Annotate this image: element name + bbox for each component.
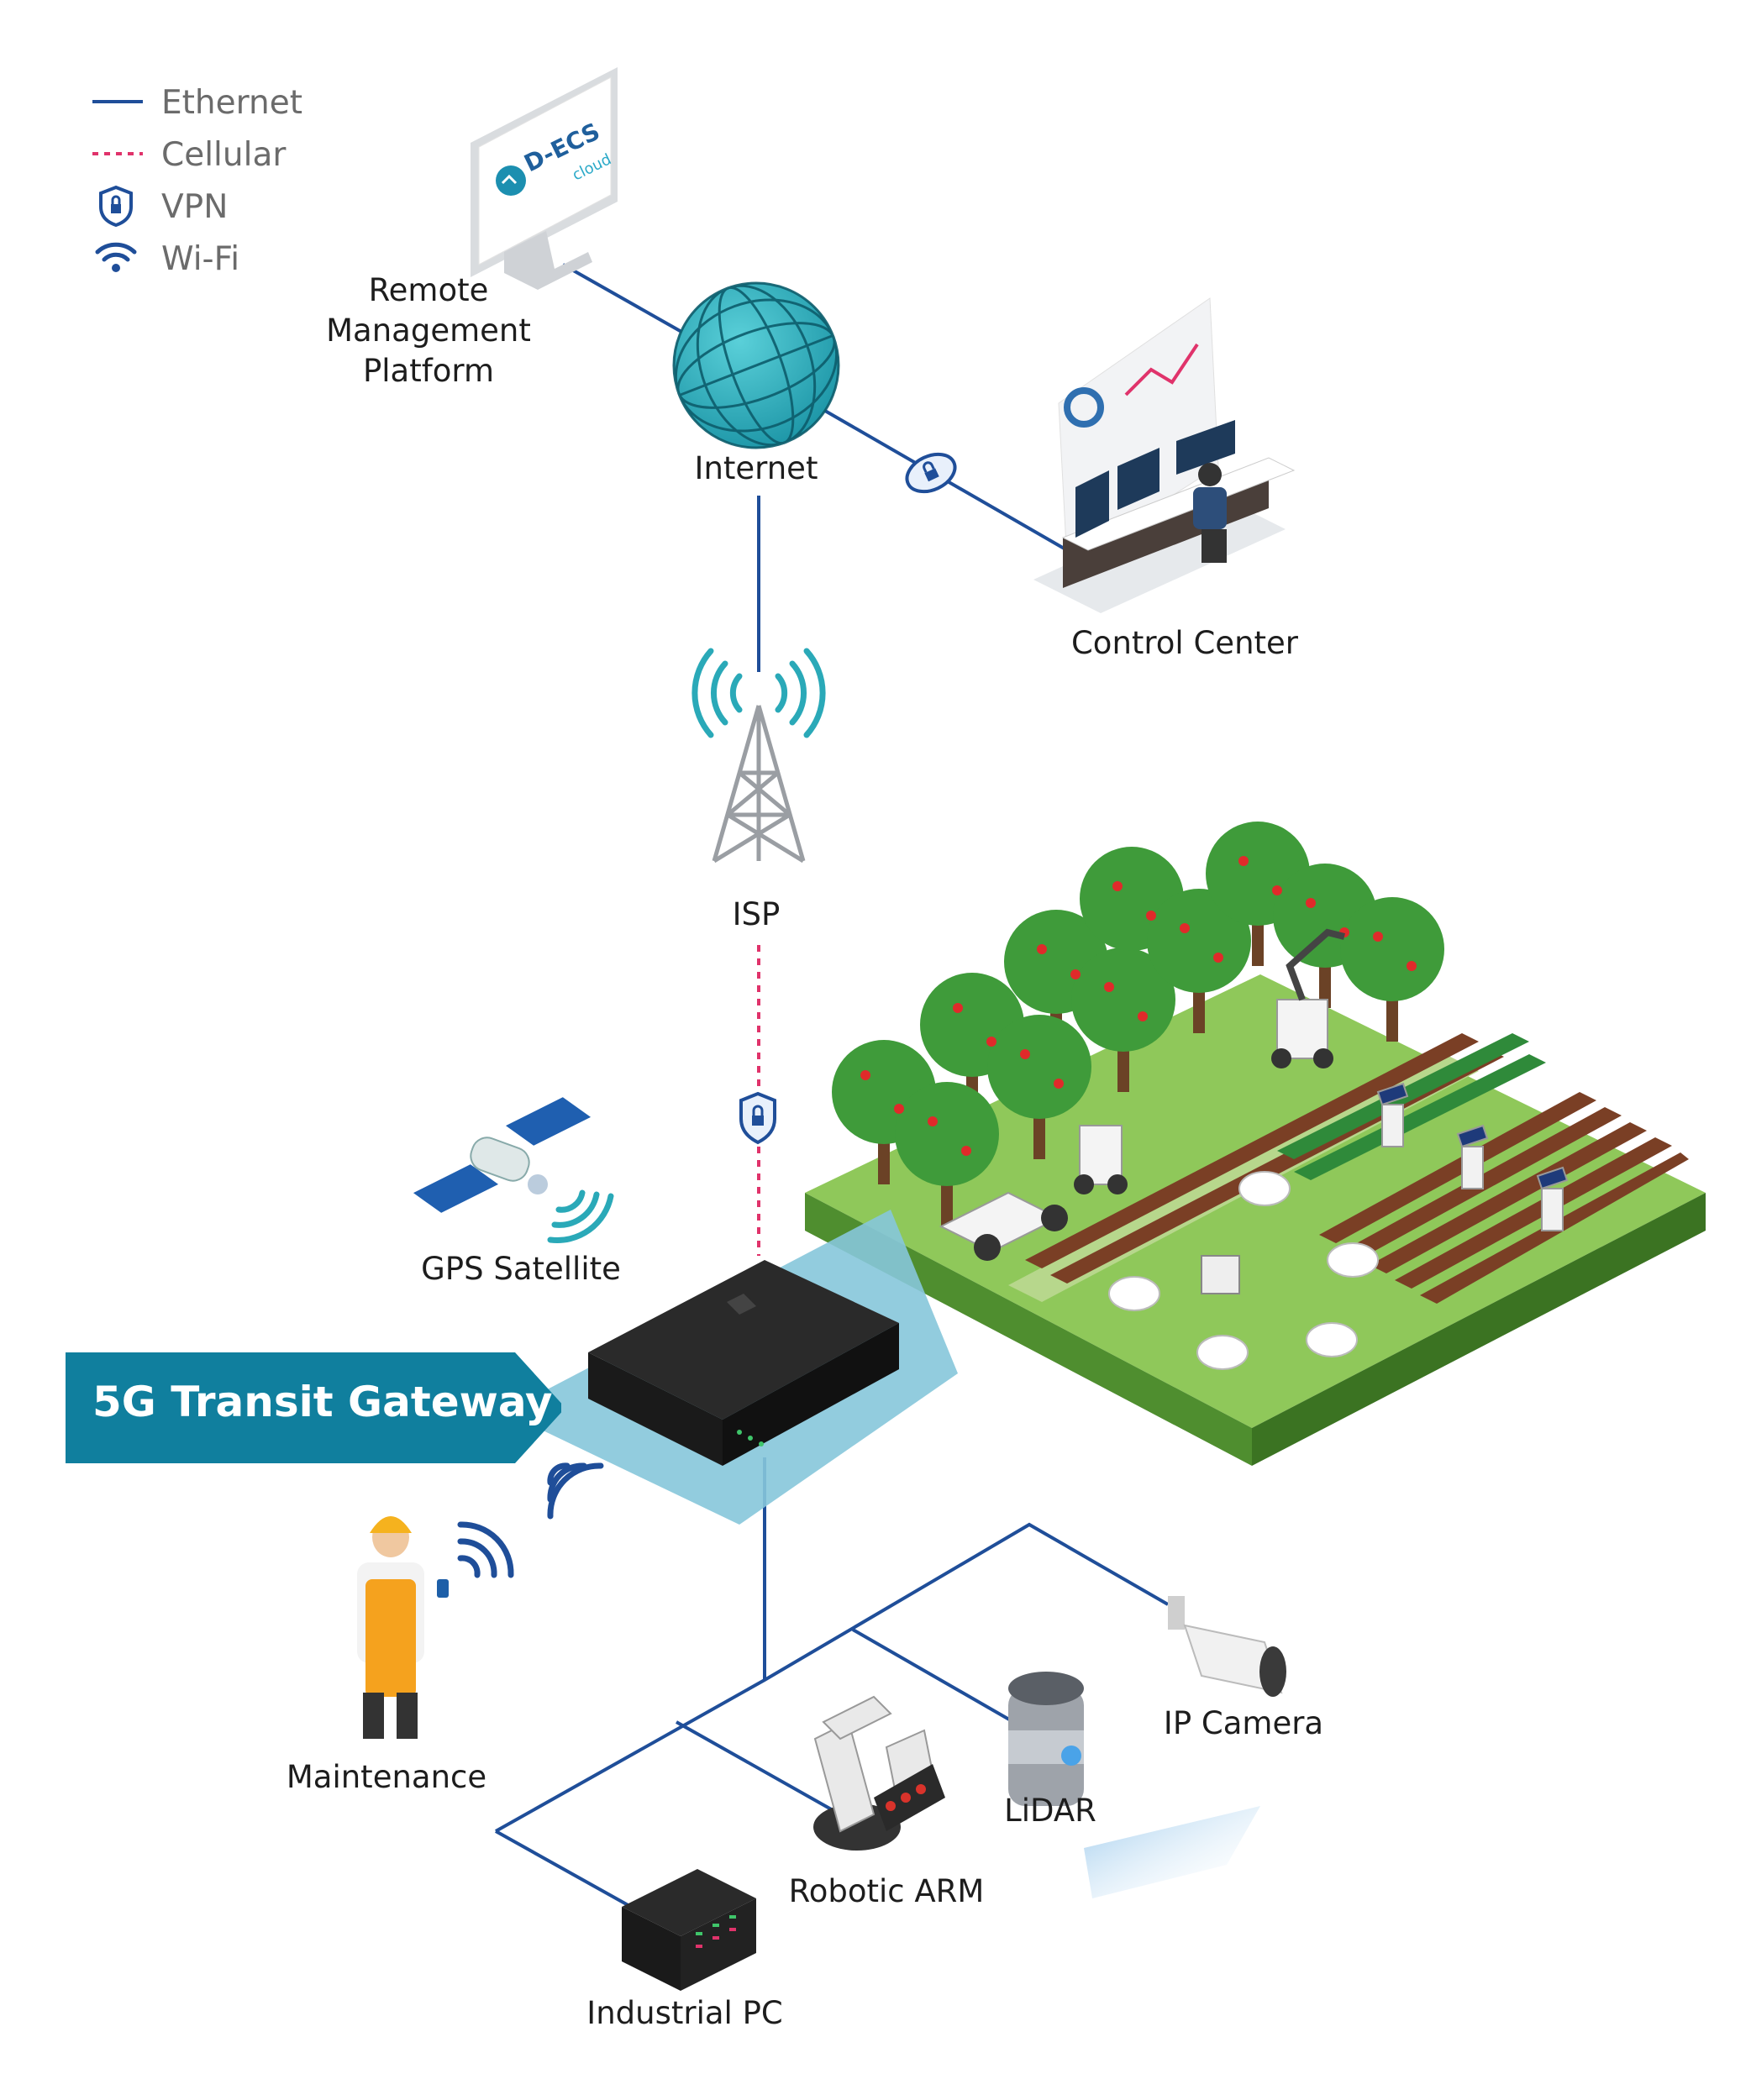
- maintenance-label: Maintenance: [286, 1759, 487, 1795]
- isp-label: ISP: [732, 896, 781, 932]
- control-center-label: Control Center: [1070, 625, 1299, 661]
- ethernet-line-icon: [92, 100, 143, 103]
- legend-vpn-label: VPN: [161, 188, 229, 226]
- farm-vehicles: [939, 928, 1345, 1294]
- ip-camera-icon: [1168, 1596, 1286, 1697]
- gateway-banner: [66, 1352, 565, 1463]
- remote-platform-label: Remote Management Platform: [311, 270, 546, 391]
- cellular-line-icon: [92, 152, 143, 155]
- internet-label: Internet: [694, 450, 818, 486]
- monitor-icon: D-ECS cloud: [471, 67, 618, 290]
- remote-platform-label-line3: Platform: [362, 353, 495, 389]
- ip-camera-label: IP Camera: [1163, 1705, 1324, 1741]
- wifi-icon: [457, 1521, 514, 1578]
- legend-ethernet-label: Ethernet: [161, 84, 302, 122]
- wifi-icon: [95, 242, 137, 272]
- legend-wifi-label: Wi-Fi: [161, 240, 240, 278]
- gps-satellite-icon: [410, 1095, 614, 1243]
- field-sensors: [1376, 1082, 1569, 1231]
- robotic-arm-label: Robotic ARM: [788, 1873, 985, 1909]
- industrial-pc-label: Industrial PC: [586, 1995, 783, 2031]
- lidar-icon: [1008, 1672, 1260, 1898]
- robotic-arm-icon: [813, 1695, 945, 1851]
- remote-platform-label-line2: Management: [326, 312, 531, 349]
- globe-icon: [672, 281, 840, 449]
- vpn-shield-icon: [905, 452, 957, 494]
- sheep: [1108, 1171, 1379, 1370]
- control-center-icon: [1033, 297, 1296, 613]
- remote-platform-label-line1: Remote: [368, 272, 489, 308]
- gateway-title: 5G Transit Gateway: [92, 1378, 553, 1426]
- orchard-trees: [832, 822, 1444, 1226]
- gps-satellite-label: GPS Satellite: [421, 1251, 621, 1287]
- wifi-icon: [547, 1462, 604, 1520]
- legend-cellular-label: Cellular: [161, 136, 287, 174]
- vpn-shield-icon: [99, 185, 133, 227]
- gateway-device: [538, 1210, 958, 1525]
- cell-tower-icon: [691, 648, 826, 864]
- vpn-shield-icon: [739, 1091, 776, 1145]
- lidar-label: LiDAR: [1004, 1793, 1096, 1829]
- maintenance-worker-icon: [357, 1516, 449, 1739]
- industrial-pc-icon: [622, 1869, 756, 1991]
